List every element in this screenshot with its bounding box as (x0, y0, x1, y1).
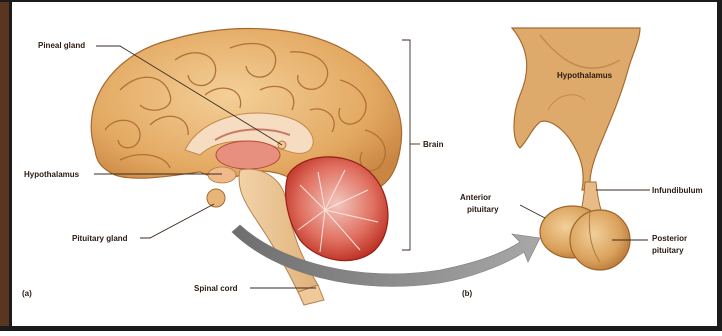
hypothalamus-region (208, 167, 236, 183)
panel-b-tag: (b) (462, 289, 473, 298)
label-anterior-pituitary-line1: Anterior (460, 193, 491, 202)
left-frame-edge (0, 0, 9, 331)
label-pineal-gland: Pineal gland (38, 41, 85, 50)
left-frame-line (9, 0, 12, 331)
label-brain: Brain (423, 140, 444, 149)
bottom-frame-edge (0, 326, 722, 331)
label-hypothalamus-a: Hypothalamus (24, 170, 80, 179)
label-pituitary-gland: Pituitary gland (72, 234, 128, 243)
pituitary-region (207, 189, 225, 207)
thalamus (216, 141, 280, 169)
right-frame-edge (717, 0, 722, 331)
label-spinal-cord: Spinal cord (194, 284, 238, 293)
panel-a-tag: (a) (22, 289, 32, 298)
label-anterior-pituitary-line2: pituitary (467, 205, 499, 214)
label-hypothalamus-b: Hypothalamus (557, 71, 613, 80)
label-posterior-pituitary-line1: Posterior (652, 234, 687, 243)
top-frame-edge (0, 0, 722, 2)
label-posterior-pituitary-line2: pituitary (652, 246, 684, 255)
label-infundibulum: Infundibulum (652, 186, 703, 195)
